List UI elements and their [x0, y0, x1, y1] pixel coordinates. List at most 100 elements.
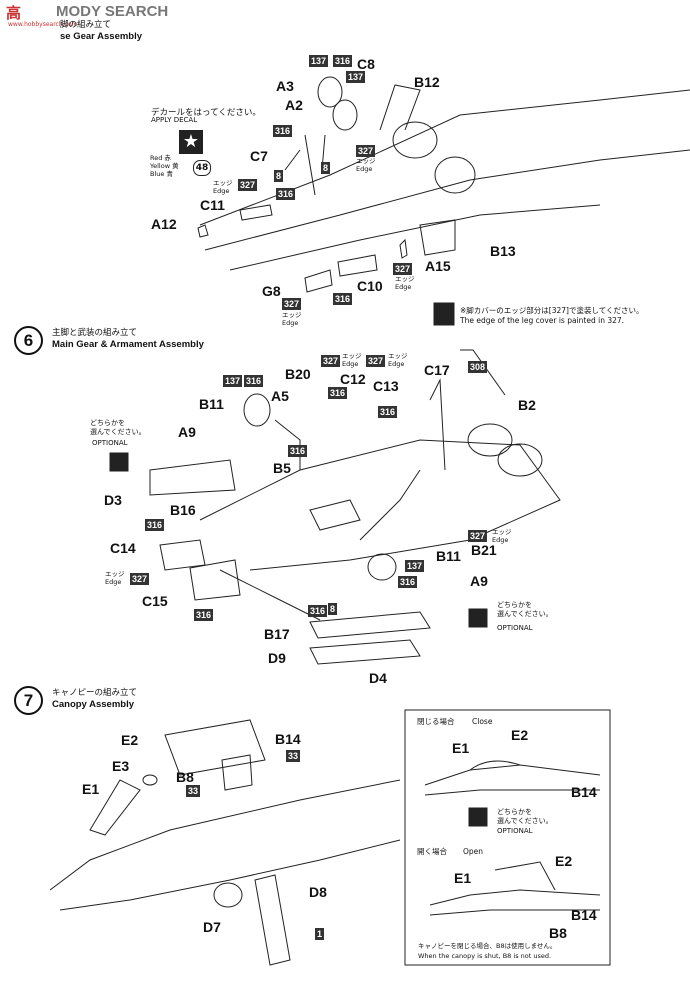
part-e2: E2 — [121, 732, 139, 748]
color-316: 316 — [145, 519, 165, 531]
part-a15: A15 — [425, 258, 451, 274]
step6-title-en: Main Gear & Armament Assembly — [52, 339, 204, 350]
color-316: 316 — [398, 576, 418, 588]
close-note-en: When the canopy is shut, B8 is not used. — [418, 952, 552, 960]
close-title-jp: 閉じる場合 — [417, 717, 455, 726]
color-316: 316 — [244, 375, 264, 387]
part-d3: D3 — [104, 492, 122, 508]
part-b14: B14 — [275, 731, 301, 747]
optional-jp: どちらかを 選んでください。 — [90, 419, 146, 436]
optional-en: OPTIONAL — [92, 439, 128, 447]
close-title-en: Close — [472, 717, 493, 726]
color-316: 316 — [378, 406, 398, 418]
part-b8: B8 — [176, 769, 194, 785]
step6-title-jp: 主脚と武装の組み立て — [52, 328, 138, 338]
edge-en: Edge — [388, 360, 405, 368]
part-c12: C12 — [340, 371, 366, 387]
color-316: 316 — [194, 609, 214, 621]
decal-red: Red 赤 — [150, 154, 171, 162]
optional-jp: どちらかを 選んでください。 — [497, 601, 553, 618]
open-part-e1: E1 — [454, 870, 472, 886]
watermark-url: www.hobbysearch.com — [8, 21, 78, 28]
color-327: 327 — [366, 355, 386, 367]
part-d4: D4 — [369, 670, 387, 686]
part-a5: A5 — [271, 388, 289, 404]
color-327: 327 — [468, 530, 488, 542]
part-b2: B2 — [518, 397, 536, 413]
step5-title-jp: 脚の組み立て — [60, 20, 112, 30]
color-8: 8 — [274, 170, 284, 182]
color-33: 33 — [186, 785, 201, 797]
part-c7: C7 — [250, 148, 268, 164]
part-b16: B16 — [170, 502, 196, 518]
part-a12: A12 — [151, 216, 177, 232]
part-d8: D8 — [309, 884, 327, 900]
edge-en: Edge — [105, 578, 122, 586]
part-b20: B20 — [285, 366, 311, 382]
part-a9b: A9 — [470, 573, 488, 589]
color-137: 137 — [405, 560, 425, 572]
part-b13: B13 — [490, 243, 516, 259]
edge-jp: エッジ — [282, 311, 302, 319]
color-137: 137 — [309, 55, 329, 67]
color-308: 308 — [468, 361, 488, 373]
part-e3: E3 — [112, 758, 130, 774]
decal-blue: Blue 青 — [150, 170, 173, 178]
open-title-jp: 開く場合 — [417, 847, 447, 856]
part-a9: A9 — [178, 424, 196, 440]
edge-jp: エッジ — [492, 528, 512, 536]
part-b5: B5 — [273, 460, 291, 476]
part-d7: D7 — [203, 919, 221, 935]
decal-yellow: Yellow 黄 — [150, 162, 179, 170]
color-316: 316 — [276, 188, 296, 200]
optional-en: OPTIONAL — [497, 624, 533, 632]
part-a2: A2 — [285, 97, 303, 113]
part-b11: B11 — [199, 396, 224, 412]
edge-en: Edge — [342, 360, 359, 368]
color-316: 316 — [288, 445, 308, 457]
part-d9: D9 — [268, 650, 286, 666]
color-137: 137 — [223, 375, 243, 387]
edge-en: Edge — [395, 283, 412, 291]
part-g8: G8 — [262, 283, 281, 299]
edge-en: Edge — [282, 319, 299, 327]
open-part-e2: E2 — [555, 853, 573, 869]
part-c10: C10 — [357, 278, 383, 294]
color-327: 327 — [130, 573, 150, 585]
part-c8: C8 — [357, 56, 375, 72]
color-327: 327 — [238, 179, 258, 191]
step7-number: 7 — [14, 686, 43, 715]
edge-jp: エッジ — [342, 352, 362, 360]
edge-en: Edge — [213, 187, 230, 195]
part-c11: C11 — [200, 197, 225, 213]
part-c14: C14 — [110, 540, 136, 556]
color-33: 33 — [286, 750, 301, 762]
watermark-prefix: 高 — [6, 5, 22, 22]
color-327: 327 — [282, 298, 302, 310]
part-b12: B12 — [414, 74, 440, 90]
color-316: 316 — [273, 125, 293, 137]
edge-jp: エッジ — [356, 157, 376, 165]
watermark: MODY SEARCH — [56, 3, 169, 20]
color-8: 8 — [328, 603, 338, 615]
close-part-b14: B14 — [571, 784, 597, 800]
part-a3: A3 — [276, 78, 294, 94]
color-327: 327 — [393, 263, 413, 275]
open-title-en: Open — [463, 847, 484, 856]
color-316: 316 — [328, 387, 348, 399]
star-icon: ★ — [179, 130, 203, 154]
step7-title-en: Canopy Assembly — [52, 699, 135, 710]
part-b17: B17 — [264, 626, 290, 642]
optional-en: OPTIONAL — [497, 827, 533, 835]
paint-note-jp: ※脚カバーのエッジ部分は[327]で塗装してください。 — [460, 306, 644, 315]
close-note-jp: キャノピーを閉じる場合、B8は使用しません。 — [418, 942, 557, 950]
color-316: 316 — [333, 293, 353, 305]
part-c15: C15 — [142, 593, 168, 609]
edge-jp: エッジ — [395, 275, 415, 283]
color-316: 316 — [333, 55, 353, 67]
color-327: 327 — [321, 355, 341, 367]
close-part-e1: E1 — [452, 740, 470, 756]
part-c17: C17 — [424, 362, 450, 378]
paint-note-en: The edge of the leg cover is painted in … — [460, 316, 625, 325]
